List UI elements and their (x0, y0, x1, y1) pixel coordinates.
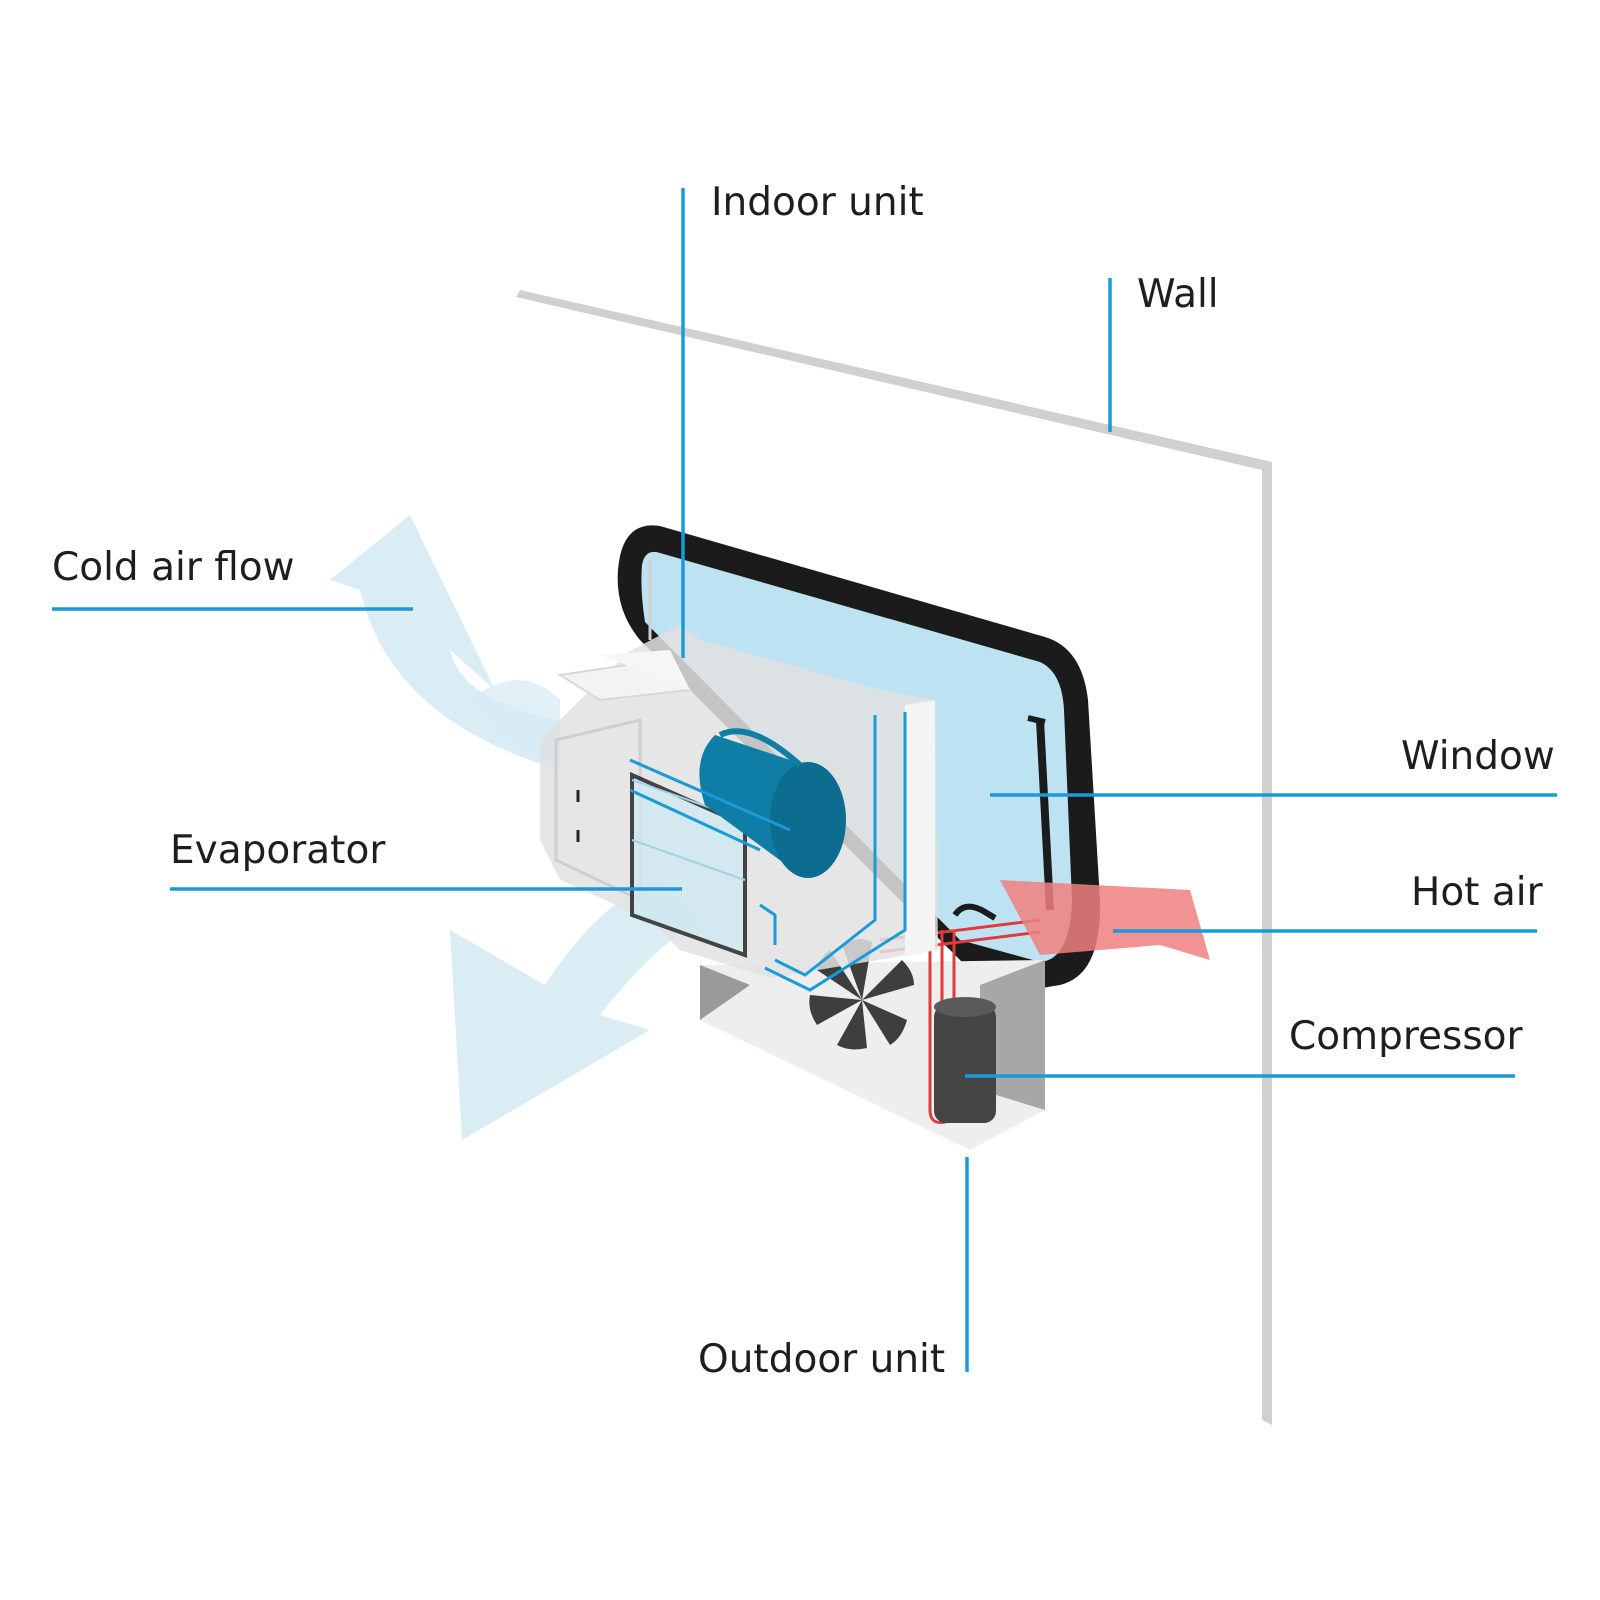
label-window: Window (1401, 734, 1555, 779)
blower-icon (699, 728, 846, 878)
label-hot-air: Hot air (1411, 870, 1543, 915)
refrigerant-pipes-cold (629, 712, 907, 992)
label-cold-air-flow: Cold air flow (52, 545, 295, 590)
label-indoor-unit: Indoor unit (711, 180, 924, 225)
cold-air-flow-arrows (330, 515, 700, 1140)
label-evaporator: Evaporator (170, 828, 386, 873)
hot-air-arrow (1000, 880, 1210, 960)
label-compressor: Compressor (1289, 1014, 1523, 1059)
label-wall: Wall (1137, 272, 1219, 317)
compressor-icon (934, 997, 996, 1123)
label-outdoor-unit: Outdoor unit (698, 1337, 946, 1382)
evaporator-panel (630, 771, 747, 958)
